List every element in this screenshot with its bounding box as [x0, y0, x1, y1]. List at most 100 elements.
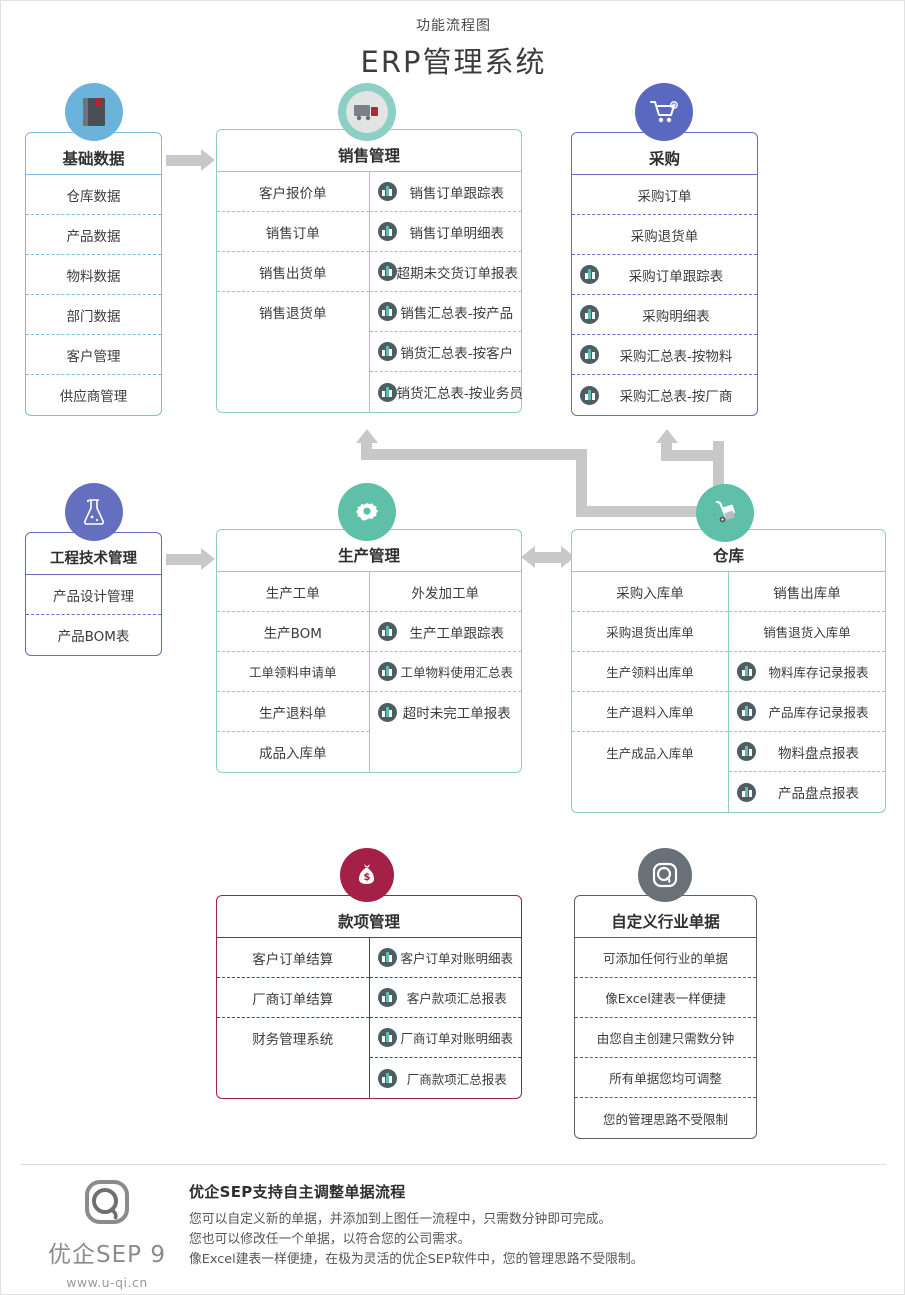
- spacer: [370, 732, 522, 772]
- list-item[interactable]: 所有单据您均可调整: [575, 1058, 756, 1098]
- list-item[interactable]: 部门数据: [26, 295, 161, 335]
- list-item[interactable]: 采购入库单: [572, 572, 728, 612]
- list-item[interactable]: 客户管理: [26, 335, 161, 375]
- card-payment[interactable]: 款项管理 客户订单结算 厂商订单结算 财务管理系统 客户订单对账明细表 客户款项…: [216, 895, 522, 1099]
- report-item[interactable]: 销售汇总表-按产品: [369, 292, 521, 332]
- report-item[interactable]: 超期未交货订单报表: [369, 252, 521, 292]
- report-item[interactable]: 采购汇总表-按厂商: [572, 375, 757, 415]
- report-item[interactable]: 销货汇总表-按业务员: [370, 372, 523, 412]
- report-item[interactable]: 厂商款项汇总报表: [370, 1058, 522, 1098]
- card-base-data[interactable]: 基础数据 仓库数据 产品数据 物料数据 部门数据 客户管理 供应商管理: [25, 132, 162, 416]
- footer-divider: [21, 1164, 886, 1165]
- connector-warehouse-sales-h2: [576, 506, 706, 517]
- report-item[interactable]: 客户订单对账明细表: [369, 938, 521, 978]
- list-item[interactable]: 生产领料出库单: [572, 652, 728, 692]
- list-item[interactable]: 生产退料入库单: [572, 692, 728, 732]
- money-bag-icon: $: [340, 848, 394, 902]
- list-item[interactable]: 销售订单: [217, 212, 369, 252]
- list-item[interactable]: 采购退货出库单: [572, 612, 728, 652]
- card-title-payment: 款项管理: [217, 896, 521, 938]
- list-item[interactable]: 供应商管理: [59, 389, 128, 405]
- report-item[interactable]: 厂商订单对账明细表: [369, 1018, 521, 1058]
- list-item[interactable]: 产品设计管理: [26, 575, 161, 615]
- card-warehouse[interactable]: 仓库 采购入库单 采购退货出库单 生产领料出库单 生产退料入库单 生产成品入库单…: [571, 529, 886, 813]
- bar-chart-icon: [377, 222, 397, 241]
- list-item[interactable]: 外发加工单: [369, 572, 521, 612]
- report-item[interactable]: 物料盘点报表: [729, 732, 885, 772]
- report-item[interactable]: 产品盘点报表: [729, 772, 885, 812]
- report-item[interactable]: 采购明细表: [572, 295, 757, 335]
- connector-sales-up: [361, 441, 372, 451]
- list-item[interactable]: 您的管理思路不受限制: [602, 1111, 728, 1127]
- list-item[interactable]: 销售退货单: [259, 306, 327, 322]
- list-item[interactable]: 销售出货单: [217, 252, 369, 292]
- report-item[interactable]: 销售订单明细表: [369, 212, 521, 252]
- bar-chart-icon: [580, 265, 599, 284]
- payment-left-column: 客户订单结算 厂商订单结算 财务管理系统: [217, 938, 369, 1098]
- list-item[interactable]: 厂商订单结算: [217, 978, 369, 1018]
- report-label: 销货汇总表-按客户: [400, 345, 514, 362]
- report-label: 采购汇总表-按物料: [619, 348, 733, 365]
- bar-chart-icon: [737, 742, 756, 761]
- report-label: 采购订单跟踪表: [628, 268, 724, 285]
- list-item[interactable]: 可添加任何行业的单据: [575, 938, 756, 978]
- flask-icon: [65, 483, 123, 541]
- report-item[interactable]: 采购订单跟踪表: [572, 255, 757, 295]
- list-item[interactable]: 销售退货入库单: [729, 612, 885, 652]
- list-item[interactable]: 由您自主创建只需数分钟: [575, 1018, 756, 1058]
- card-sales[interactable]: 销售管理 客户报价单 销售订单 销售出货单 销售退货单 销售订单跟踪表 销售订单…: [216, 129, 523, 413]
- report-label: 生产工单跟踪表: [409, 625, 505, 642]
- list-item[interactable]: 工单领料申请单: [217, 652, 369, 692]
- report-item[interactable]: 产品库存记录报表: [729, 692, 885, 732]
- report-item[interactable]: 销售订单跟踪表: [369, 172, 521, 212]
- q-logo-mark-icon: [27, 1177, 187, 1233]
- card-purchase[interactable]: 采购 采购订单 采购退货单 采购订单跟踪表 采购明细表 采购汇总表-按物料 采购…: [571, 132, 758, 416]
- report-label: 产品盘点报表: [778, 786, 859, 802]
- report-label: 销售订单明细表: [409, 225, 505, 242]
- sales-left-column: 客户报价单 销售订单 销售出货单 销售退货单: [217, 172, 369, 412]
- card-engineering[interactable]: 工程技术管理 产品设计管理 产品BOM表: [25, 532, 162, 656]
- arrowhead-engineering-production: [201, 548, 215, 570]
- list-item[interactable]: 生产成品入库单: [606, 745, 694, 761]
- report-item[interactable]: 物料库存记录报表: [729, 652, 885, 692]
- list-item[interactable]: 生产工单: [217, 572, 369, 612]
- list-item[interactable]: 生产退料单: [217, 692, 369, 732]
- list-item[interactable]: 产品数据: [26, 215, 161, 255]
- list-item[interactable]: 仓库数据: [26, 175, 161, 215]
- card-custom-documents[interactable]: 自定义行业单据 可添加任何行业的单据 像Excel建表一样便捷 由您自主创建只需…: [574, 895, 757, 1139]
- card-production[interactable]: 生产管理 生产工单 生产BOM 工单领料申请单 生产退料单 成品入库单 外发加工…: [216, 529, 522, 773]
- list-item[interactable]: 生产BOM: [217, 612, 369, 652]
- q-logo-icon: [638, 848, 692, 902]
- list-item[interactable]: 产品BOM表: [57, 629, 130, 645]
- bar-chart-icon: [377, 622, 397, 641]
- cart-icon: [635, 83, 693, 141]
- connector-engineering-production: [166, 554, 206, 565]
- sales-right-column: 销售订单跟踪表 销售订单明细表 超期未交货订单报表 销售汇总表-按产品 销货汇总…: [368, 172, 523, 412]
- report-item[interactable]: 销货汇总表-按客户: [369, 332, 521, 372]
- connector-warehouse-sales-v: [576, 449, 587, 511]
- list-item[interactable]: 采购订单: [572, 175, 757, 215]
- connector-purchase-warehouse-h: [661, 450, 721, 461]
- report-label: 超时未完工单报表: [402, 706, 511, 722]
- footer-heading: 优企SEP支持自主调整单据流程: [189, 1183, 406, 1201]
- list-item[interactable]: 成品入库单: [259, 746, 327, 762]
- list-item[interactable]: 像Excel建表一样便捷: [575, 978, 756, 1018]
- list-item[interactable]: 采购退货单: [572, 215, 757, 255]
- report-item[interactable]: 采购汇总表-按物料: [572, 335, 757, 375]
- production-right-column: 外发加工单 生产工单跟踪表 工单物料使用汇总表 超时未完工单报表: [368, 572, 522, 772]
- card-title-sales: 销售管理: [217, 130, 521, 172]
- list-item[interactable]: 客户报价单: [217, 172, 369, 212]
- spacer: [217, 332, 369, 372]
- list-item[interactable]: 销售出库单: [729, 572, 885, 612]
- footer-line-2: 您也可以修改任一个单据，以符合您的公司需求。: [189, 1232, 471, 1247]
- report-item[interactable]: 超时未完工单报表: [370, 692, 522, 732]
- report-item[interactable]: 客户款项汇总报表: [369, 978, 521, 1018]
- bar-chart-icon: [377, 948, 397, 967]
- list-item[interactable]: 物料数据: [26, 255, 161, 295]
- report-item[interactable]: 生产工单跟踪表: [369, 612, 521, 652]
- list-item[interactable]: 财务管理系统: [252, 1032, 334, 1048]
- list-item[interactable]: 客户订单结算: [217, 938, 369, 978]
- report-label: 客户款项汇总报表: [406, 991, 507, 1006]
- report-item[interactable]: 工单物料使用汇总表: [369, 652, 521, 692]
- report-label: 超期未交货订单报表: [396, 265, 519, 282]
